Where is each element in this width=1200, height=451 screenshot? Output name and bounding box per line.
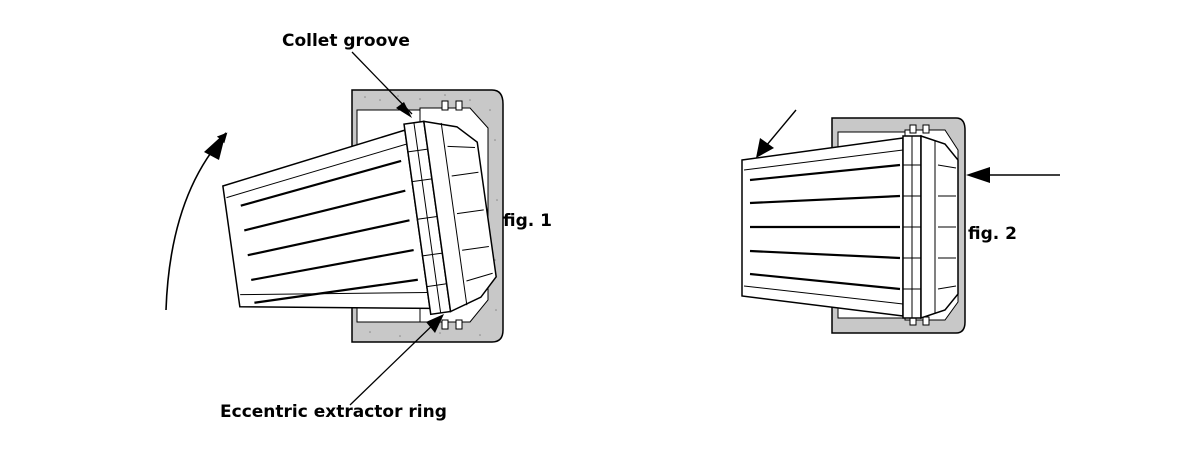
fig1-groove-notches <box>441 100 463 330</box>
push-arrow-diagonal <box>765 109 797 147</box>
eccentric-ring-leader <box>349 317 441 406</box>
fig1-label: fig. 1 <box>503 211 552 231</box>
eccentric-ring-label: Eccentric extractor ring <box>220 402 447 422</box>
figure-1 <box>165 51 504 406</box>
collet-groove-label: Collet groove <box>282 31 410 51</box>
fig2-label: fig. 2 <box>968 224 1017 244</box>
fig2-collet <box>741 134 959 320</box>
fig1-collet <box>222 120 497 316</box>
figure-2 <box>741 109 1060 334</box>
rotation-arrow <box>165 132 228 311</box>
